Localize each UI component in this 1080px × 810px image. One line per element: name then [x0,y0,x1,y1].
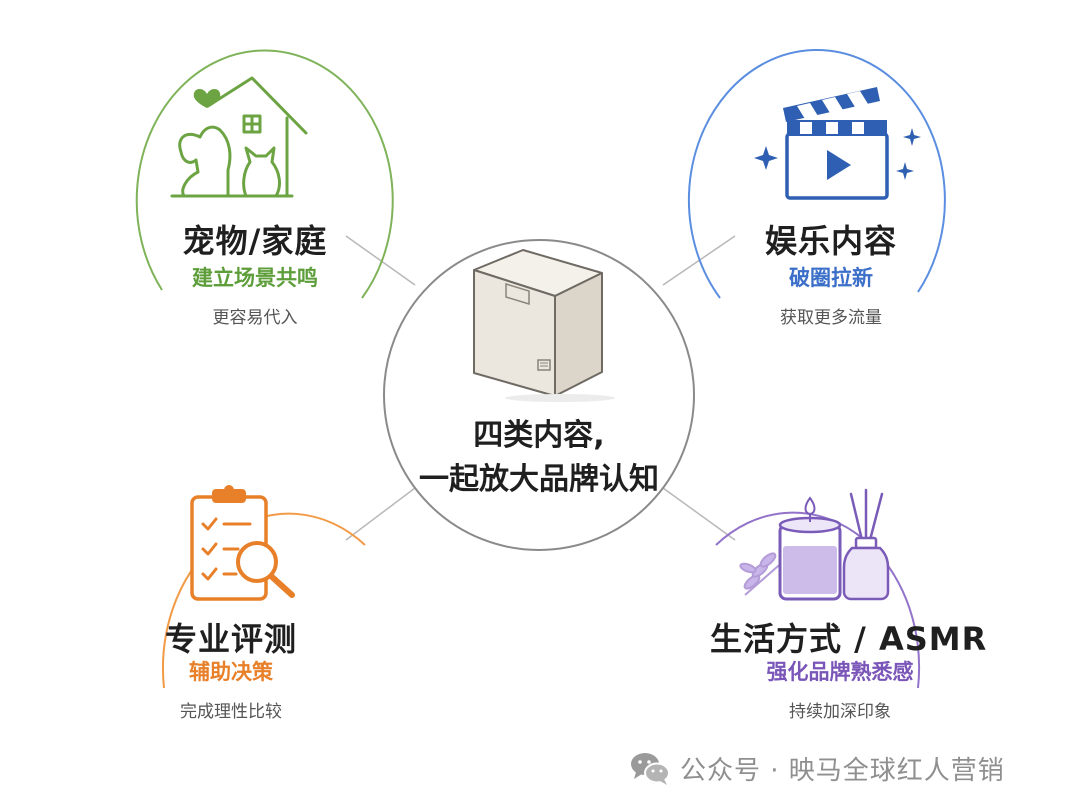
footer-watermark: 公众号 · 映马全球红人营销 [628,748,1005,788]
clipboard-search-icon [190,485,295,601]
wechat-icon [631,753,670,785]
pet-subtitle: 建立场景共鸣 [192,266,318,290]
pet-house-icon [170,76,308,198]
ent-title: 娱乐内容 [764,222,897,260]
connector-review [345,487,416,541]
review-subtitle: 辅助决策 [189,660,273,684]
connector-life [662,487,736,541]
review-desc: 完成理性比较 [180,702,282,722]
clapperboard-icon [754,87,921,200]
pet-title: 宠物/家庭 [182,222,328,260]
candle-diffuser-icon [739,488,890,601]
life-desc: 持续加深印象 [789,702,891,722]
ent-desc: 获取更多流量 [780,308,882,328]
life-subtitle: 强化品牌熟悉感 [766,660,914,684]
review-title: 专业评测 [164,620,297,658]
center-line-2: 一起放大品牌认知 [419,462,659,497]
ent-subtitle: 破圈拉新 [789,266,873,290]
life-arc [715,511,921,689]
connector-pet [345,235,416,286]
center-line-1: 四类内容, [473,418,605,453]
ent-arc [687,49,946,299]
pet-desc: 更容易代入 [212,308,298,328]
life-title: 生活方式 / ASMR [710,620,988,658]
pet-arc [135,49,394,299]
footer-text: 公众号 · 映马全球红人营销 [680,755,1005,786]
box-icon [473,249,615,402]
